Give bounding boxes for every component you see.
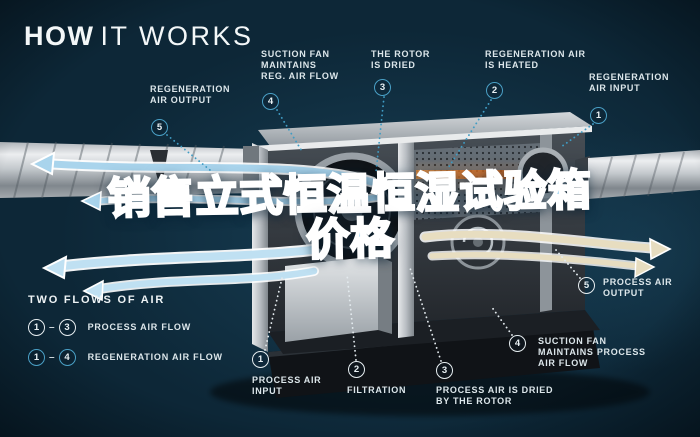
legend-badge-from: 1 <box>28 318 45 336</box>
label-suction-fan-reg: SUCTION FAN MAINTAINS REG. AIR FLOW <box>261 49 339 81</box>
step-badge-process-3: 3 <box>436 362 453 379</box>
legend-heading: TWO FLOWS OF AIR <box>28 294 166 306</box>
label-process-air-output: PROCESS AIR OUTPUT <box>603 277 673 298</box>
label-regeneration-air-output: REGENERATION AIR OUTPUT <box>150 84 231 105</box>
step-badge-regen-1: 1 <box>590 107 607 124</box>
step-badge-process-1: 1 <box>252 351 269 368</box>
step-badge-process-2: 2 <box>348 361 365 378</box>
step-badge-regen-5: 5 <box>151 119 168 136</box>
label-process-air-input: PROCESS AIR INPUT <box>252 375 322 396</box>
legend-label-process: PROCESS AIR FLOW <box>87 322 192 332</box>
label-suction-fan-process: SUCTION FAN MAINTAINS PROCESS AIR FLOW <box>538 336 646 368</box>
step-badge-process-4: 4 <box>509 335 526 352</box>
title-bold: HOW <box>24 21 95 51</box>
label-rotor-is-dried: THE ROTOR IS DRIED <box>371 49 431 70</box>
legend-label-regeneration: REGENERATION AIR FLOW <box>87 352 223 362</box>
chinese-watermark-text: 销售立式恒温恒湿试验箱 价格 <box>0 165 700 269</box>
legend-row-regeneration: 1 – 4 REGENERATION AIR FLOW <box>28 348 223 366</box>
step-badge-regen-3: 3 <box>374 79 391 96</box>
range-dash: – <box>49 351 55 363</box>
label-regeneration-air-input: REGENERATION AIR INPUT <box>589 72 670 93</box>
legend-row-process: 1 – 3 PROCESS AIR FLOW <box>28 318 223 336</box>
range-dash: – <box>49 321 55 333</box>
label-regeneration-air-heated: REGENERATION AIR IS HEATED <box>485 49 586 70</box>
title-light: IT WORKS <box>100 21 254 51</box>
legend-badge-to: 3 <box>58 318 76 336</box>
legend-two-flows: TWO FLOWS OF AIR 1 – 3 PROCESS AIR FLOW … <box>28 294 223 378</box>
label-process-air-dried: PROCESS AIR IS DRIED BY THE ROTOR <box>436 385 554 406</box>
step-badge-regen-4: 4 <box>262 93 279 110</box>
legend-badge-from: 1 <box>28 348 45 366</box>
step-badge-process-5: 5 <box>578 277 595 294</box>
step-badge-regen-2: 2 <box>486 82 503 99</box>
label-filtration: FILTRATION <box>347 385 407 395</box>
legend-badge-to: 4 <box>58 348 76 366</box>
